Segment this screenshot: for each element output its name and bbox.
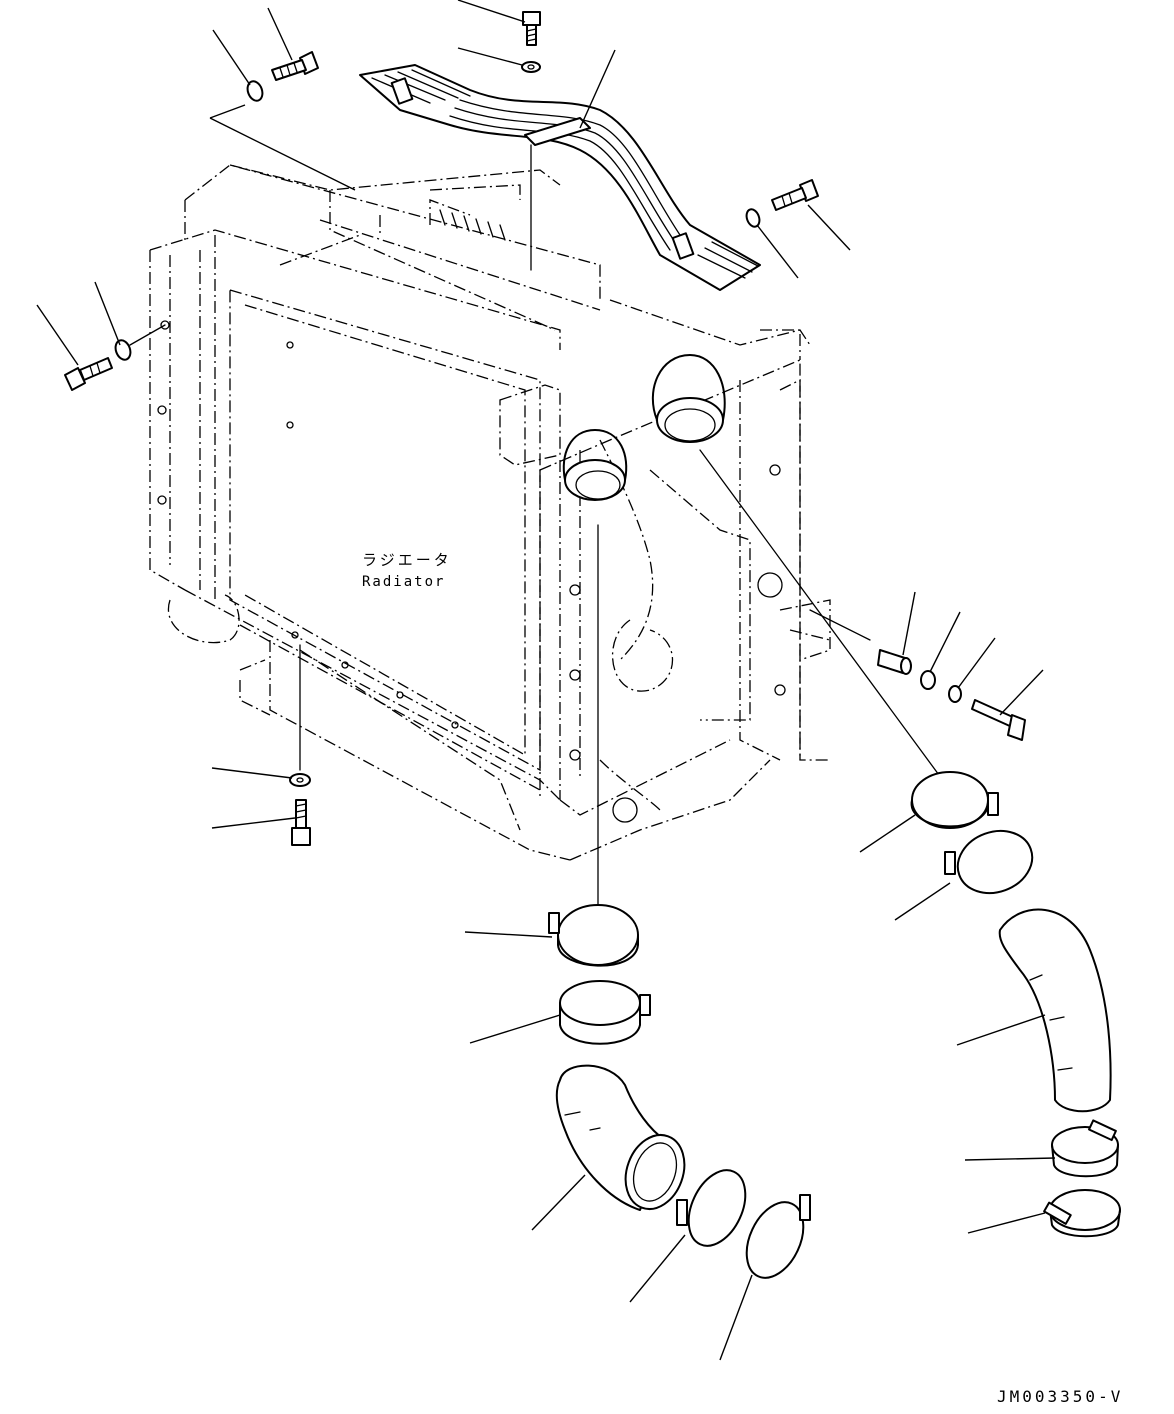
bolt-left (64, 357, 113, 391)
leader-lines (36, 0, 1056, 1361)
hose-bend-right (998, 908, 1112, 1113)
radiator-assembly (149, 164, 831, 861)
hose-clamp-right-3 (1051, 1119, 1119, 1178)
washer-top-center (521, 61, 541, 73)
washer-top-right (745, 208, 761, 228)
hose-clamp-right-1 (910, 771, 999, 829)
bolt-top-left (271, 51, 319, 81)
radiator-label-en: Radiator (362, 574, 445, 590)
hose-clamp-right-2 (944, 829, 1034, 895)
radiator-right-outlet-pipe (651, 354, 726, 443)
washer-left (114, 339, 132, 361)
drawing-code: JM003350-V (997, 1387, 1123, 1406)
washer-bottom (289, 773, 311, 787)
hose-elbow-left (555, 1064, 686, 1211)
hose-clamp-left-4 (745, 1194, 811, 1279)
hose-clamp-left-3 (676, 1169, 747, 1247)
bolt-top-center (522, 11, 541, 46)
hose-clamp-right-4 (1043, 1189, 1121, 1238)
washer-right-1 (920, 670, 936, 690)
radiator-label-jp: ラジエータ (362, 551, 452, 569)
washer-right-2 (948, 685, 962, 703)
bolt-right (971, 699, 1026, 741)
radiator-upper-outlet-pipe (562, 429, 628, 501)
hose-clamp-left-2 (559, 980, 651, 1045)
bolt-bottom (291, 799, 311, 846)
washer-top-left (246, 80, 264, 102)
collar-right (877, 649, 912, 675)
hose-clamp-left-1 (548, 904, 639, 967)
bolt-top-right (771, 179, 819, 211)
radiator-stay-bar (359, 64, 761, 291)
